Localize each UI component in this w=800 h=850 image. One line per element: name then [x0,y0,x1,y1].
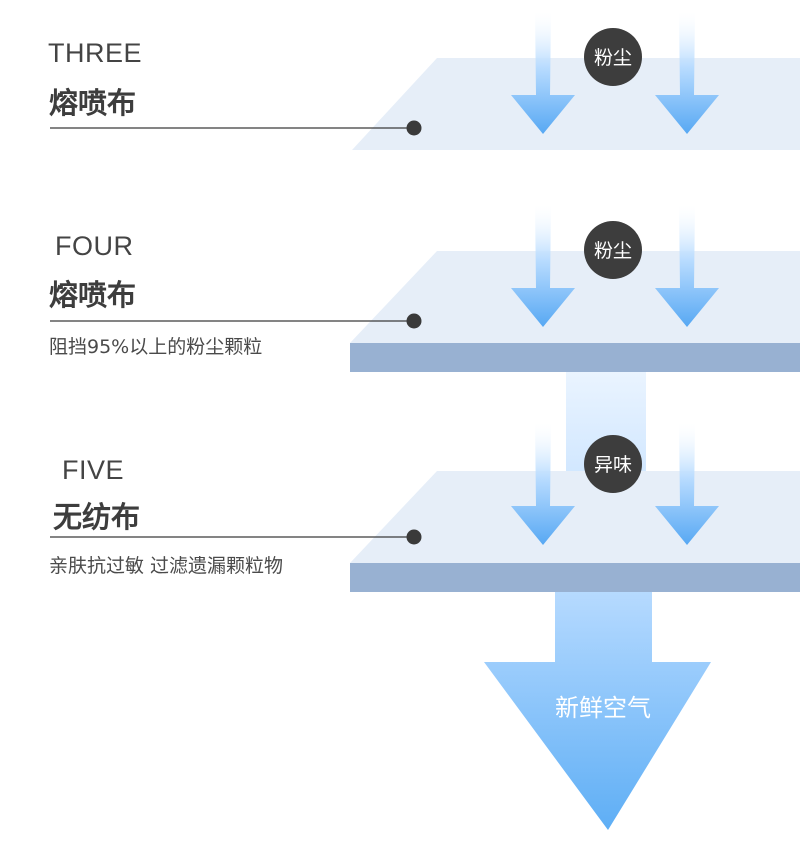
down-arrow-icon [511,12,575,134]
layer-four-material: 熔喷布 [49,278,137,312]
down-arrow-icon [655,423,719,545]
fresh-air-arrow: 新鲜空气 [484,592,711,830]
down-arrow-icon [655,205,719,327]
connector-dot [406,120,422,136]
badge-circle [584,221,642,279]
layer-three [352,58,800,150]
layer-edge [350,343,800,372]
badge-text: 粉尘 [594,47,632,69]
badge-text: 异味 [594,454,632,476]
connector-four [50,313,422,329]
layer-four-description: 阻挡95%以上的粉尘颗粒 [49,336,263,358]
layer-surface [350,471,800,563]
badge-layer-three: 粉尘 [584,28,642,86]
down-arrow-icon [511,423,575,545]
down-arrow-icon [511,205,575,327]
badge-circle [584,28,642,86]
layer-five-number: FIVE [62,455,125,485]
layer-four [350,251,800,372]
layer-three-number: THREE [48,38,143,68]
connector-five [50,529,422,545]
badge-circle [584,435,642,493]
badge-text: 粉尘 [594,240,632,262]
layer-surface [352,58,800,150]
badge-layer-four: 粉尘 [584,221,642,279]
badge-layer-five: 异味 [584,435,642,493]
layer-five-description: 亲肤抗过敏 过滤遗漏颗粒物 [49,555,284,577]
connector-dot [406,529,422,545]
layer-five-material: 无纺布 [53,500,141,534]
fresh-air-arrow-shape [484,592,711,830]
connector-three [50,120,422,136]
connector-dot [406,313,422,329]
layer-three-material: 熔喷布 [49,86,137,120]
layer-four-number: FOUR [55,231,134,261]
down-arrow-icon [655,12,719,134]
layer-edge [350,563,800,592]
fresh-air-label: 新鲜空气 [555,694,651,722]
layer-surface [350,251,800,343]
